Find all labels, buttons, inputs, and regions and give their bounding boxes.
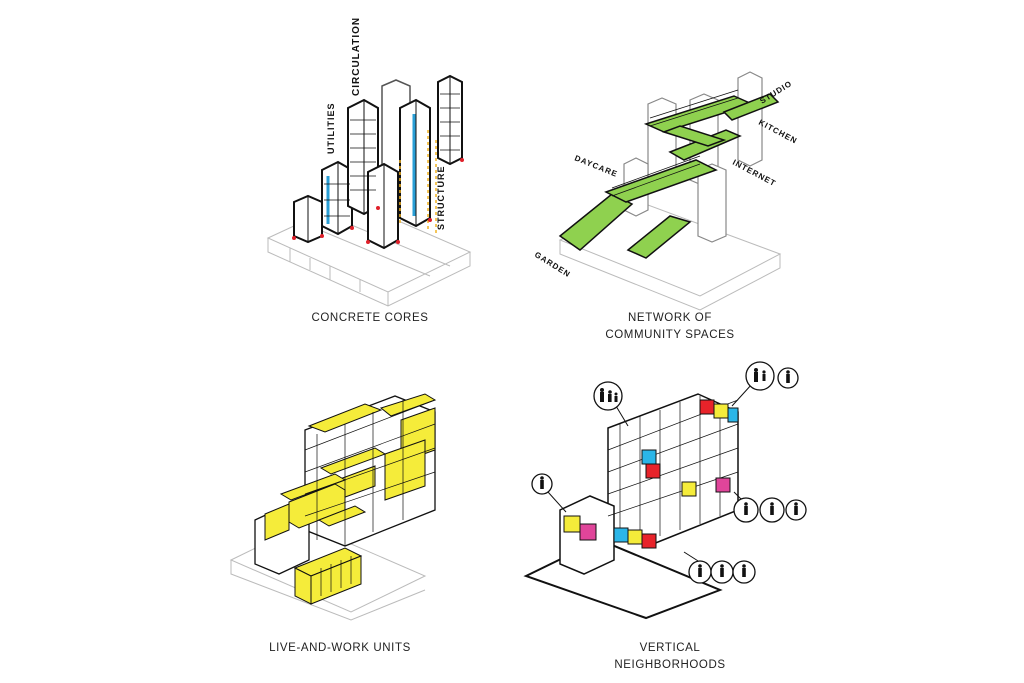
caption-line-2: NEIGHBORHOODS — [614, 659, 726, 671]
panel-live-work-units — [225, 390, 455, 621]
panel-community-spaces: GARDEN DAYCARE INTERNET KITCHEN STUDIO — [520, 60, 820, 311]
caption-concrete-cores: CONCRETE CORES — [290, 310, 450, 327]
live-work-diagram — [229, 393, 437, 621]
label-daycare: DAYCARE — [573, 154, 619, 180]
caption-line-1: VERTICAL — [639, 642, 701, 654]
label-circulation: CIRCULATION — [351, 17, 362, 96]
railings — [611, 89, 739, 197]
unit-grid — [304, 399, 436, 596]
panel-vertical-neighborhoods — [520, 360, 810, 620]
concrete-cores-diagram: UTILITIES CIRCULATION STRUCTURE — [266, 17, 472, 307]
core-rungs — [324, 93, 460, 217]
label-utilities: UTILITIES — [326, 103, 336, 155]
caption-community-spaces: NETWORK OF COMMUNITY SPACES — [580, 310, 760, 344]
label-garden: GARDEN — [533, 250, 572, 279]
caption-line: CONCRETE CORES — [311, 312, 429, 324]
caption-line-1: NETWORK OF — [628, 312, 712, 324]
caption-line-2: COMMUNITY SPACES — [605, 329, 735, 341]
anchor-points — [292, 158, 464, 244]
colored-units[interactable] — [563, 399, 739, 549]
green-network[interactable] — [558, 93, 780, 259]
vertical-neighborhoods-diagram — [523, 361, 807, 620]
caption-vertical-neighborhoods: VERTICAL NEIGHBORHOODS — [580, 640, 760, 674]
panel-concrete-cores: UTILITIES CIRCULATION STRUCTURE — [250, 17, 490, 310]
occupant-icons — [531, 361, 807, 584]
structure-lines — [399, 130, 437, 234]
label-structure: STRUCTURE — [436, 166, 446, 231]
community-spaces-diagram: GARDEN DAYCARE INTERNET KITCHEN STUDIO — [533, 71, 799, 311]
caption-line: LIVE-AND-WORK UNITS — [269, 642, 411, 654]
person-glyphs — [540, 368, 798, 577]
caption-live-work-units: LIVE-AND-WORK UNITS — [260, 640, 420, 657]
towers — [623, 71, 763, 243]
label-kitchen: KITCHEN — [757, 118, 799, 146]
couple-child-icon — [745, 361, 775, 391]
